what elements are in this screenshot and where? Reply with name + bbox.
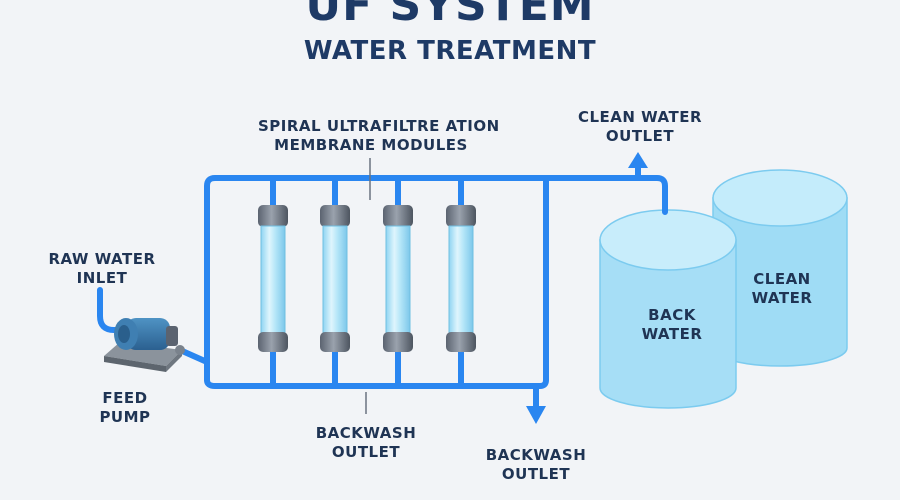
membrane-module	[383, 205, 413, 352]
back-water-tank	[599, 209, 737, 409]
backwash-outlet-label-left: BACKWASH OUTLET	[315, 424, 417, 461]
clean-water-arrow	[628, 152, 648, 168]
pipe-network	[97, 163, 668, 413]
clean-water-tank	[712, 169, 848, 367]
membrane-modules-label: SPIRAL ULTRAFILTRE ATION MEMBRANE MODULE…	[258, 117, 500, 154]
clean-water-outlet-label: CLEAN WATER OUTLET	[577, 108, 703, 145]
membrane-module	[258, 205, 288, 352]
back-water-tank-label: BACK WATER	[641, 306, 703, 343]
clean-water-tank-label: CLEAN WATER	[751, 270, 813, 307]
raw-water-inlet-label: RAW WATER INLET	[48, 250, 156, 287]
membrane-module	[320, 205, 350, 352]
feed-pump-label: FEED PUMP	[99, 389, 151, 426]
membrane-module	[446, 205, 476, 352]
backwash-outlet-label-right: BACKWASH OUTLET	[485, 446, 587, 483]
backwash-arrow	[526, 406, 546, 424]
feed-pump-icon	[104, 318, 185, 372]
page-title: UF SYSTEM	[305, 0, 595, 31]
page-subtitle: WATER TREATMENT	[303, 36, 597, 66]
